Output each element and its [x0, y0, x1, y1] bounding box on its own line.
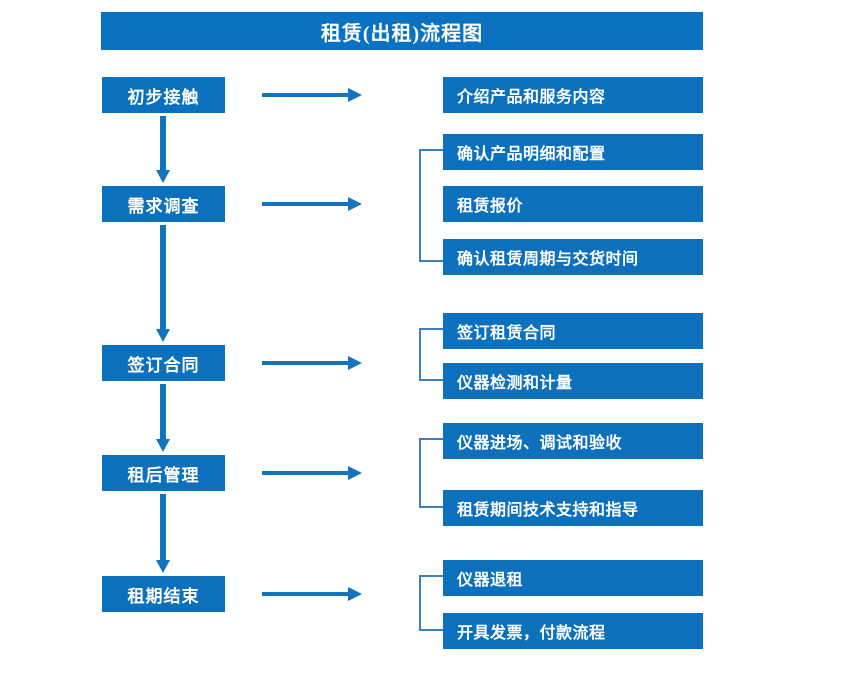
detail-box[interactable]: 确认租赁周期与交货时间	[443, 239, 703, 275]
arrow-right-icon	[262, 356, 362, 370]
detail-box[interactable]: 租赁期间技术支持和指导	[443, 490, 703, 526]
detail-box[interactable]: 开具发票，付款流程	[443, 613, 703, 649]
stage-box[interactable]: 租后管理	[102, 455, 225, 491]
arrow-shaft	[262, 471, 350, 475]
stage-box[interactable]: 租期结束	[102, 576, 225, 612]
group-bracket	[419, 149, 443, 262]
arrow-down-icon	[156, 225, 170, 342]
stage-box[interactable]: 签订合同	[102, 345, 225, 381]
arrow-shaft	[160, 494, 166, 561]
arrow-shaft	[262, 202, 350, 206]
group-bracket	[419, 575, 443, 631]
arrow-shaft	[160, 384, 166, 440]
arrow-right-icon	[262, 466, 362, 480]
detail-box[interactable]: 确认产品明细和配置	[443, 134, 703, 170]
arrow-shaft	[262, 361, 350, 365]
group-bracket	[419, 328, 443, 381]
arrow-head	[156, 439, 170, 452]
detail-box[interactable]: 签订租赁合同	[443, 313, 703, 349]
arrow-down-icon	[156, 494, 170, 573]
arrow-right-icon	[262, 88, 362, 102]
arrow-shaft	[262, 592, 350, 596]
stage-box[interactable]: 初步接触	[102, 77, 225, 113]
arrow-head	[348, 88, 362, 102]
arrow-shaft	[160, 225, 166, 330]
arrow-head	[348, 197, 362, 211]
arrow-head	[348, 356, 362, 370]
page-title: 租赁(出租)流程图	[101, 12, 703, 50]
arrow-head	[156, 170, 170, 183]
group-bracket	[419, 438, 443, 508]
arrow-right-icon	[262, 587, 362, 601]
arrow-head	[348, 466, 362, 480]
stage-box[interactable]: 需求调查	[102, 186, 225, 222]
arrow-head	[348, 587, 362, 601]
arrow-shaft	[262, 93, 350, 97]
arrow-head	[156, 329, 170, 342]
detail-box[interactable]: 介绍产品和服务内容	[443, 77, 703, 113]
arrow-right-icon	[262, 197, 362, 211]
detail-box[interactable]: 租赁报价	[443, 186, 703, 222]
arrow-head	[156, 560, 170, 573]
detail-box[interactable]: 仪器检测和计量	[443, 363, 703, 399]
arrow-down-icon	[156, 384, 170, 452]
detail-box[interactable]: 仪器退租	[443, 560, 703, 596]
arrow-down-icon	[156, 116, 170, 183]
detail-box[interactable]: 仪器进场、调试和验收	[443, 423, 703, 459]
arrow-shaft	[160, 116, 166, 171]
